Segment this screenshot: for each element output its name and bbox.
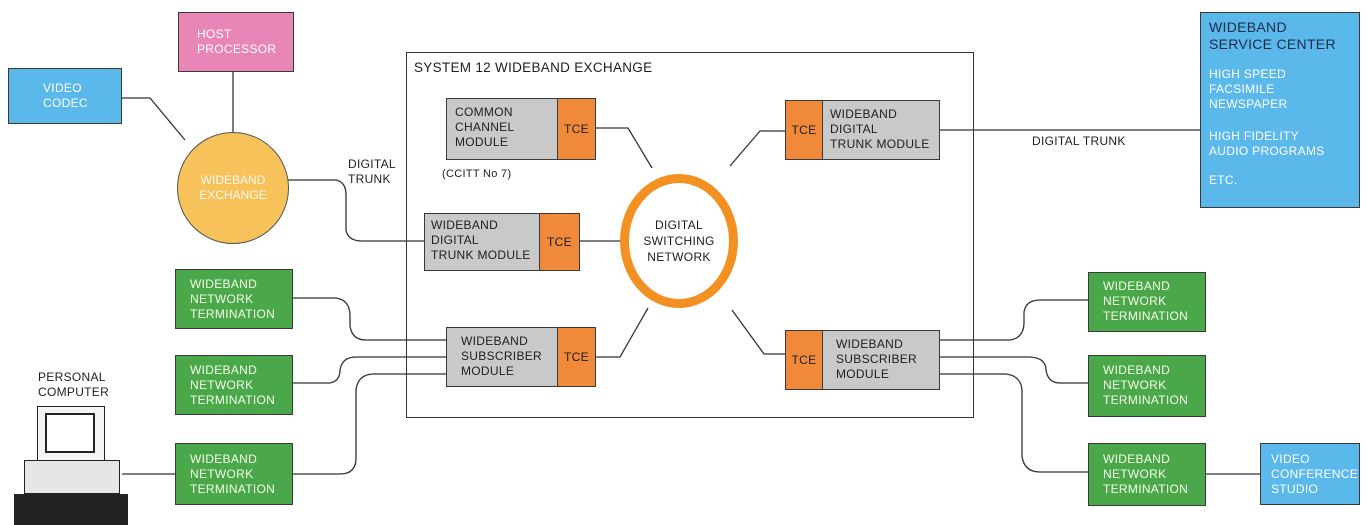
right-termination-2-label: WIDEBAND NETWORK TERMINATION: [1103, 363, 1189, 407]
tce-common-channel: TCE: [557, 99, 595, 159]
left-termination-1: WIDEBAND NETWORK TERMINATION: [175, 269, 293, 329]
service-item-audio: HIGH FIDELITY AUDIO PROGRAMS: [1209, 129, 1325, 158]
left-trunk-module-label: WIDEBAND DIGITAL TRUNK MODULE: [431, 218, 531, 262]
tce-right-subscriber: TCE: [786, 331, 823, 389]
ccitt-note: (CCITT No 7): [442, 168, 512, 180]
service-item-etc: ETC.: [1209, 173, 1238, 187]
left-trunk-module: WIDEBAND DIGITAL TRUNK MODULE TCE: [424, 213, 580, 271]
host-processor-label: HOST PROCESSOR: [197, 27, 277, 56]
video-codec-box: VIDEO CODEC: [8, 68, 122, 124]
host-processor-box: HOST PROCESSOR: [178, 12, 294, 72]
keyboard-icon: [14, 494, 128, 525]
right-digital-trunk-label: DIGITAL TRUNK: [1032, 134, 1126, 148]
right-termination-1: WIDEBAND NETWORK TERMINATION: [1088, 272, 1206, 332]
wideband-exchange-circle: WIDEBAND EXCHANGE: [177, 132, 289, 244]
video-conference-label: VIDEO CONFERENCE STUDIO: [1271, 452, 1359, 496]
left-subscriber-module-label: WIDEBAND SUBSCRIBER MODULE: [461, 334, 543, 378]
right-termination-1-label: WIDEBAND NETWORK TERMINATION: [1103, 279, 1189, 323]
digital-switching-network: DIGITAL SWITCHING NETWORK: [620, 174, 738, 308]
computer-base-icon: [24, 460, 120, 494]
left-termination-3-label: WIDEBAND NETWORK TERMINATION: [190, 452, 276, 496]
left-digital-trunk-label: DIGITAL TRUNK: [348, 157, 396, 186]
right-subscriber-module: TCE WIDEBAND SUBSCRIBER MODULE: [785, 330, 940, 390]
exchange-title: SYSTEM 12 WIDEBAND EXCHANGE: [414, 60, 653, 75]
right-termination-3: WIDEBAND NETWORK TERMINATION: [1088, 443, 1206, 506]
tce-left-subscriber: TCE: [557, 328, 595, 386]
right-trunk-module-label: WIDEBAND DIGITAL TRUNK MODULE: [830, 107, 930, 151]
video-conference-studio: VIDEO CONFERENCE STUDIO: [1260, 443, 1360, 505]
video-codec-label: VIDEO CODEC: [43, 81, 88, 110]
system12-exchange-frame: [406, 52, 974, 418]
left-termination-1-label: WIDEBAND NETWORK TERMINATION: [190, 277, 276, 321]
service-center-title: WIDEBAND SERVICE CENTER: [1209, 19, 1336, 52]
left-termination-3: WIDEBAND NETWORK TERMINATION: [175, 443, 293, 505]
right-termination-2: WIDEBAND NETWORK TERMINATION: [1088, 355, 1206, 417]
left-subscriber-module: WIDEBAND SUBSCRIBER MODULE TCE: [446, 327, 596, 387]
left-termination-2-label: WIDEBAND NETWORK TERMINATION: [190, 363, 276, 407]
left-termination-2: WIDEBAND NETWORK TERMINATION: [175, 355, 293, 415]
right-trunk-module: TCE WIDEBAND DIGITAL TRUNK MODULE: [785, 100, 940, 160]
common-channel-module: COMMON CHANNEL MODULE TCE: [446, 98, 596, 160]
personal-computer-label: PERSONAL COMPUTER: [38, 370, 110, 399]
tce-right-trunk: TCE: [786, 101, 823, 159]
tce-left-trunk: TCE: [539, 214, 579, 270]
personal-computer-icon: [37, 406, 105, 462]
service-item-facsimile: HIGH SPEED FACSIMILE NEWSPAPER: [1209, 67, 1288, 111]
wideband-service-center: WIDEBAND SERVICE CENTER HIGH SPEED FACSI…: [1200, 12, 1360, 208]
right-subscriber-module-label: WIDEBAND SUBSCRIBER MODULE: [836, 337, 918, 381]
right-termination-3-label: WIDEBAND NETWORK TERMINATION: [1103, 452, 1189, 496]
common-channel-label: COMMON CHANNEL MODULE: [455, 105, 515, 149]
